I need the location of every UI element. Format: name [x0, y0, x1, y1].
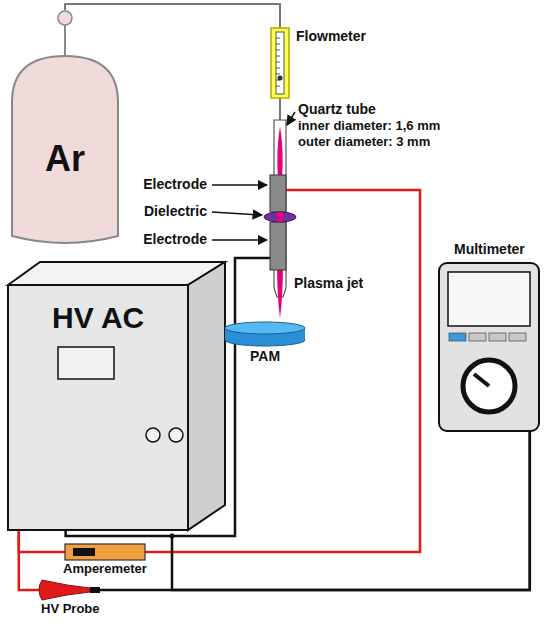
hv-probe-shape — [40, 580, 100, 600]
flowmeter: Flowmeter — [271, 28, 289, 98]
meter-button — [509, 333, 526, 341]
supply-knob — [169, 428, 183, 442]
leader-arrow — [287, 112, 295, 125]
flowmeter-shape — [271, 28, 289, 98]
dielectric-disc — [264, 212, 296, 222]
supply-knob — [146, 428, 160, 442]
plasma — [277, 126, 282, 180]
probe-body — [39, 580, 90, 600]
node-label: HV AC — [52, 301, 144, 336]
part-label: Plasma jet — [294, 276, 363, 291]
part-label: Electrode — [143, 177, 207, 192]
meter-dial — [463, 360, 515, 412]
probe-tip — [90, 587, 100, 593]
cylinder-body — [12, 56, 118, 243]
part-label: Dielectric — [144, 204, 207, 219]
dial-pointer — [474, 374, 489, 386]
scale-tick — [276, 74, 280, 75]
hv-ac-supply: HV AC — [8, 285, 188, 530]
pam-dish-shape — [225, 322, 305, 346]
scale-tick — [276, 56, 280, 57]
part-label: inner diameter: 1,6 mm — [298, 119, 440, 133]
multimeter-shape — [438, 262, 540, 432]
meter-button — [449, 333, 466, 341]
scale-tick — [276, 38, 280, 39]
wire — [19, 530, 65, 552]
scale-tick — [276, 68, 280, 69]
ammeter-window — [73, 548, 95, 556]
multimeter: Multimeter — [438, 262, 540, 432]
pam-dish: PAM — [225, 322, 305, 346]
scale-tick — [276, 50, 280, 51]
gas-line — [279, 98, 281, 121]
node-label: Multimeter — [454, 241, 525, 257]
hv-probe: HV Probe — [40, 580, 100, 600]
scale-tick — [276, 44, 280, 45]
gas-cylinder: Ar — [8, 10, 122, 248]
scale-tick — [276, 62, 280, 63]
ammeter-body — [65, 544, 145, 560]
scale-tick — [276, 86, 280, 87]
dish-top — [225, 322, 305, 334]
node-label: Ar — [45, 138, 85, 179]
leader-arrow — [212, 184, 267, 186]
meter-body — [439, 263, 539, 431]
node-label: HV Probe — [41, 602, 100, 617]
flowmeter-float — [278, 76, 283, 81]
part-label: Quartz tube — [298, 102, 376, 117]
node-label: Flowmeter — [296, 28, 366, 44]
wire — [19, 530, 40, 590]
meter-button — [469, 333, 486, 341]
node-label: Amperemeter — [63, 562, 147, 577]
gas-cylinder-shape — [8, 10, 122, 248]
amperemeter-shape — [65, 544, 145, 560]
supply-display — [58, 347, 114, 379]
part-label: Electrode — [143, 232, 207, 247]
leader-arrow — [212, 212, 262, 215]
flowmeter-tube — [276, 32, 284, 94]
flowmeter-body — [271, 28, 289, 98]
valve — [58, 11, 72, 25]
electrode — [270, 222, 286, 270]
housing-side — [188, 262, 225, 530]
housing-front — [8, 285, 188, 530]
leader-arrow — [212, 239, 267, 241]
plasma — [277, 212, 283, 222]
electrode — [270, 175, 286, 212]
meter-button — [489, 333, 506, 341]
node-label: PAM — [250, 348, 280, 364]
part-label: outer diameter: 3 mm — [298, 135, 430, 149]
amperemeter: Amperemeter — [65, 544, 145, 560]
meter-screen — [448, 272, 530, 326]
gas-line — [65, 4, 280, 28]
